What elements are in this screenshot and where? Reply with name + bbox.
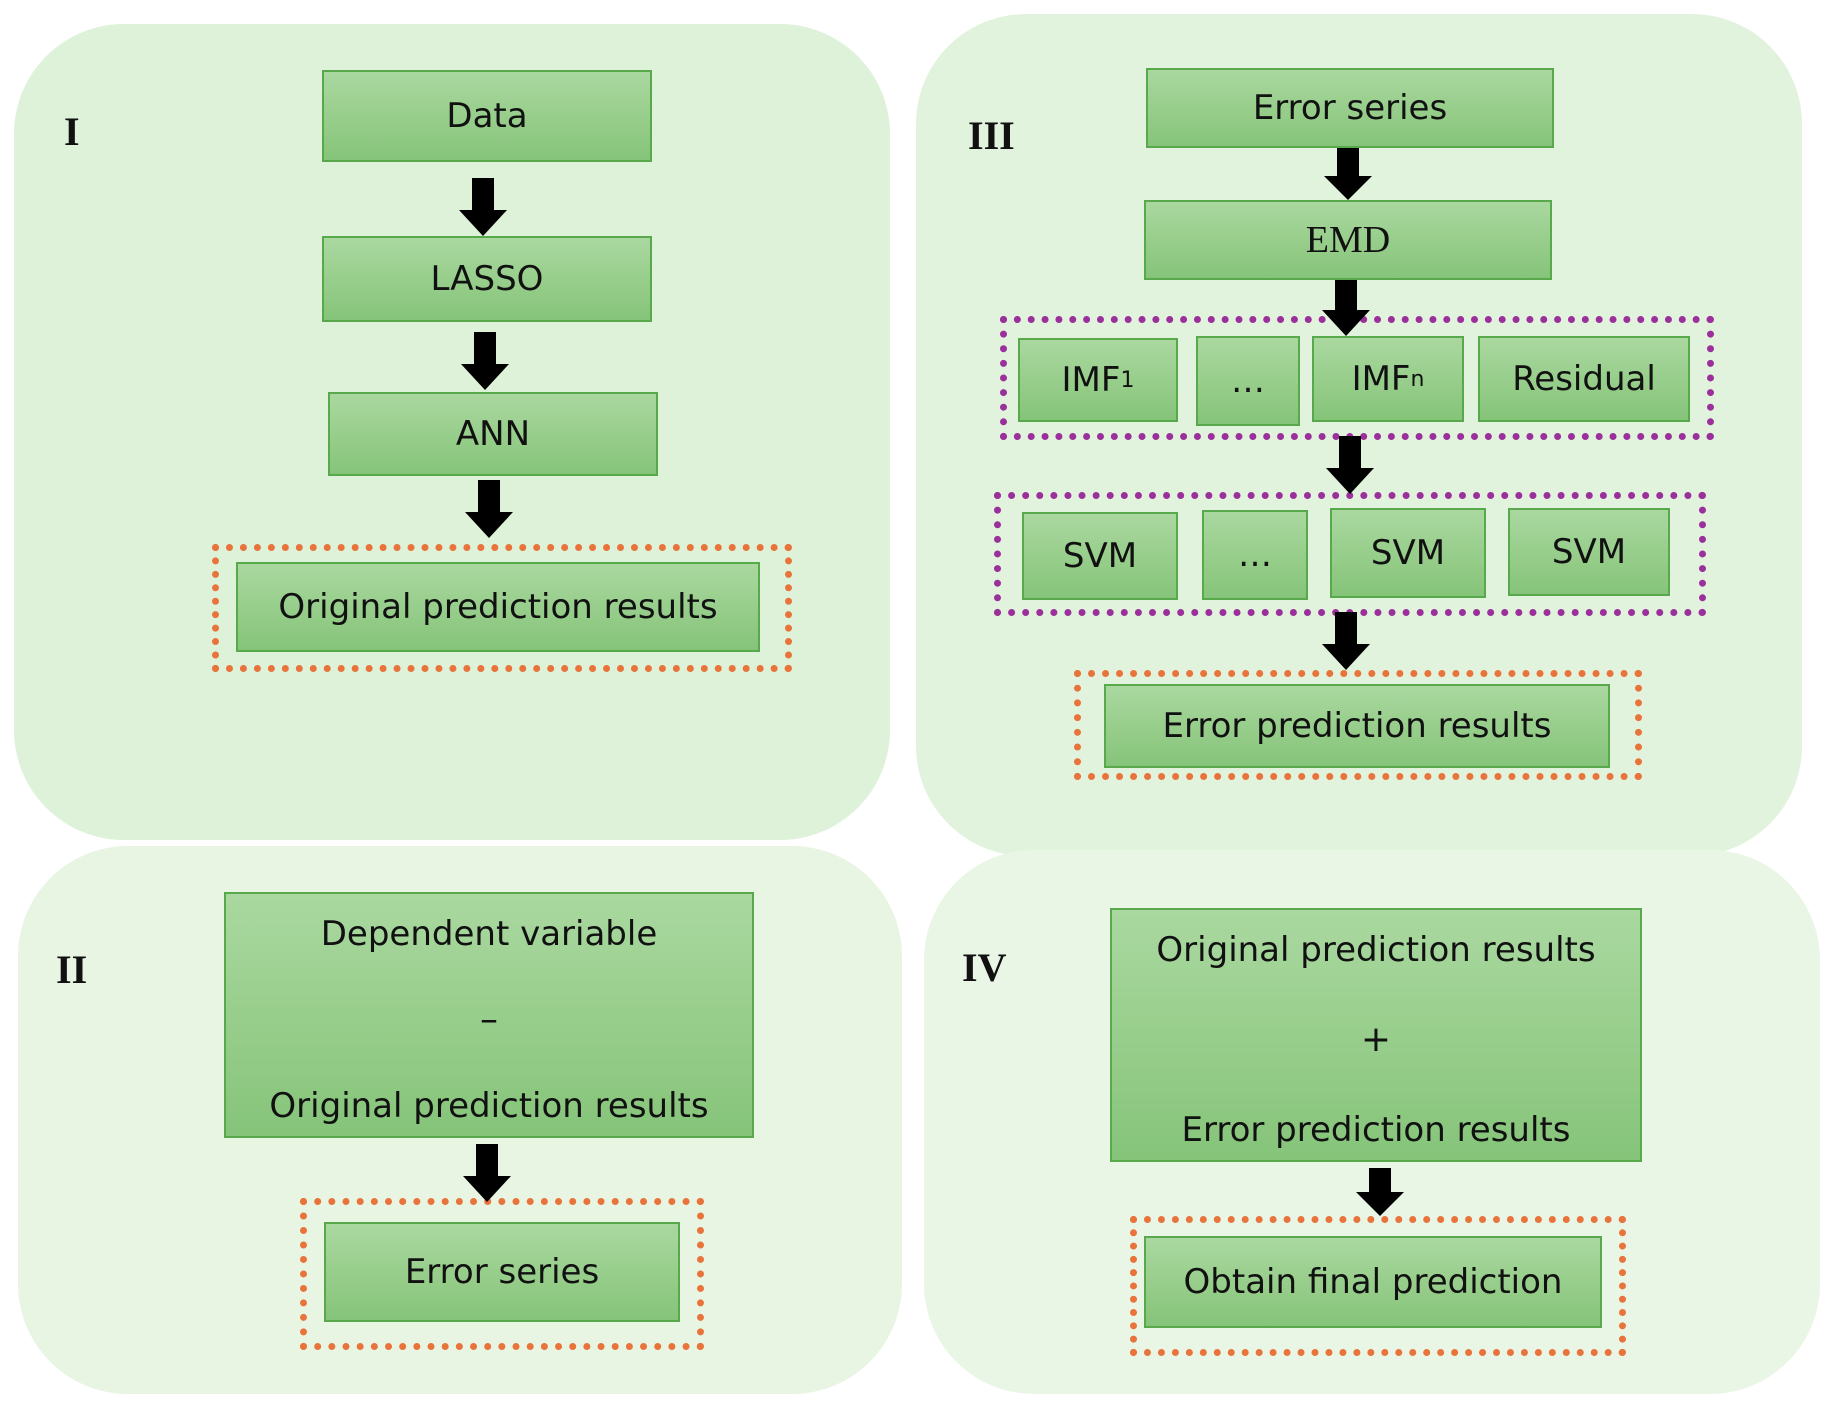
svm-ellipsis-box: …	[1202, 510, 1308, 600]
addition-box: Original prediction results + Error pred…	[1110, 908, 1642, 1162]
arrow-subtraction-to-error-series	[463, 1144, 511, 1202]
arrow-imfs-to-svms	[1326, 436, 1374, 494]
subtraction-box: Dependent variable – Original prediction…	[224, 892, 754, 1138]
arrow-error-series-to-emd	[1324, 148, 1372, 200]
minus-operator: –	[480, 999, 498, 1040]
ann-box: ANN	[328, 392, 658, 476]
lasso-box: LASSO	[322, 236, 652, 322]
final-prediction-highlight	[1130, 1216, 1626, 1356]
svm-box-3: SVM	[1508, 508, 1670, 596]
imf-ellipsis-box: …	[1196, 336, 1300, 426]
plus-operator: +	[1360, 1019, 1392, 1060]
panel-label-iii: III	[968, 113, 1015, 158]
imfn-subscript: n	[1410, 366, 1425, 392]
svm-box-1: SVM	[1022, 512, 1178, 600]
residual-box: Residual	[1478, 336, 1690, 422]
arrow-emd-to-imfs	[1322, 280, 1370, 336]
imf1-subscript: 1	[1120, 367, 1135, 393]
arrow-addition-to-final	[1356, 1168, 1404, 1216]
error-series-highlight	[300, 1198, 704, 1350]
final-prediction-box: Obtain final prediction	[1144, 1236, 1602, 1328]
error-results-highlight	[1074, 670, 1642, 780]
arrow-data-to-lasso	[459, 178, 507, 236]
original-prediction-results-box: Original prediction results	[236, 562, 760, 652]
error-results-addend-label: Error prediction results	[1181, 1110, 1571, 1150]
original-results-label: Original prediction results	[269, 1086, 709, 1126]
error-series-output-box: Error series	[324, 1222, 680, 1322]
original-results-addend-label: Original prediction results	[1156, 930, 1596, 970]
data-box: Data	[322, 70, 652, 162]
error-prediction-results-box: Error prediction results	[1104, 684, 1610, 768]
panel-label-ii: II	[56, 947, 88, 992]
error-series-input-box: Error series	[1146, 68, 1554, 148]
arrow-lasso-to-ann	[461, 332, 509, 390]
arrow-ann-to-results	[465, 480, 513, 538]
panel-label-iv: IV	[962, 945, 1007, 990]
original-results-highlight	[212, 544, 792, 672]
arrow-svms-to-error-results	[1322, 612, 1370, 670]
panel-label-i: I	[64, 109, 80, 154]
svm-box-2: SVM	[1330, 508, 1486, 598]
emd-box: EMD	[1144, 200, 1552, 280]
dependent-variable-label: Dependent variable	[320, 914, 658, 954]
